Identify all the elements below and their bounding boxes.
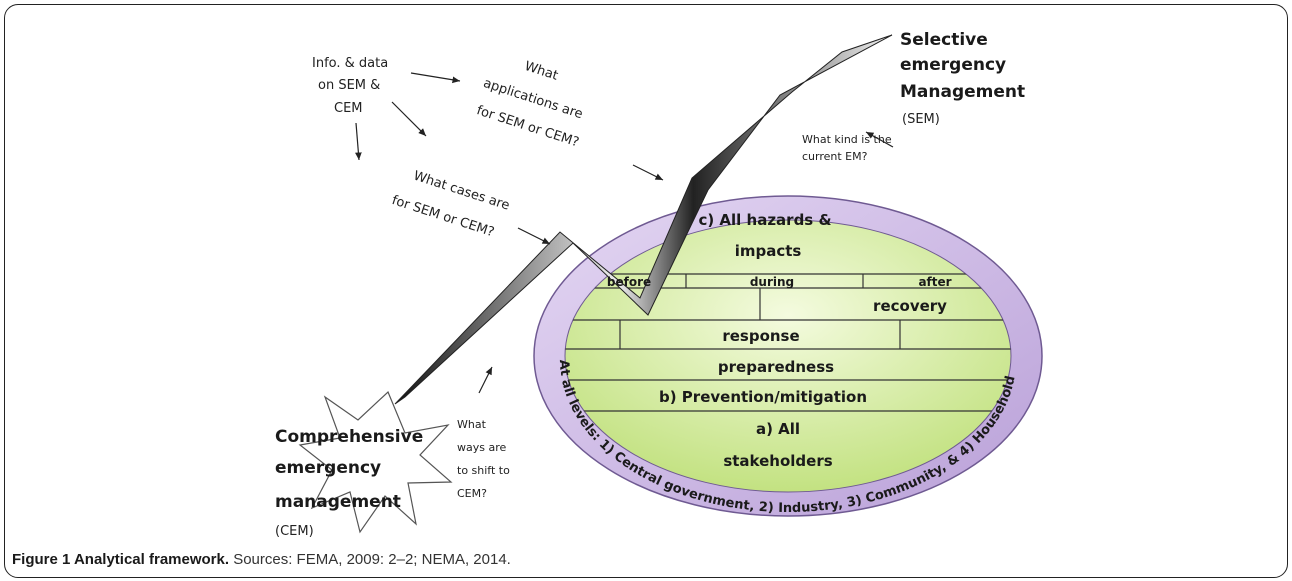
arrow-info-down — [355, 122, 362, 161]
arrows — [355, 72, 894, 394]
prevention-label: b) Prevention/mitigation — [659, 388, 867, 406]
arrow-applications — [632, 164, 664, 181]
stakeholders-line1: a) All — [756, 420, 800, 438]
question-ways: What ways are to shift to CEM? — [457, 418, 510, 500]
hazards-line2: impacts — [735, 242, 802, 260]
hazards-line1: c) All hazards & — [698, 211, 831, 229]
question-info-line1: Info. & data — [312, 56, 388, 71]
arrow-ways — [478, 366, 493, 394]
question-applications: What applications are for SEM or CEM? — [475, 59, 585, 151]
sem-line1: Selective — [900, 30, 988, 50]
preparedness-label: preparedness — [718, 358, 834, 376]
question-ways-line3: to shift to — [457, 464, 510, 477]
question-info-line2: on SEM & — [318, 78, 380, 93]
recovery-label: recovery — [873, 297, 947, 315]
cem-label: Comprehensive emergency management (CEM) — [275, 427, 423, 539]
arrow-info-diagonal — [391, 101, 427, 137]
question-ways-line2: ways are — [457, 441, 506, 454]
sem-label: Selective emergency Management (SEM) — [900, 30, 1025, 127]
question-applications-line1: What — [523, 59, 560, 84]
question-ways-line1: What — [457, 418, 487, 431]
starburst-shape — [298, 390, 453, 534]
question-cases: What cases are for SEM or CEM? — [390, 169, 511, 241]
sem-line3: Management — [900, 82, 1025, 102]
sem-abbr: (SEM) — [902, 112, 940, 127]
phase-after: after — [918, 275, 951, 289]
arrow-kind — [865, 131, 894, 148]
question-kind-line2: current EM? — [802, 150, 868, 163]
cem-line3: management — [275, 492, 401, 512]
stakeholders-line2: stakeholders — [723, 452, 832, 470]
lightning-bolt-shape — [394, 34, 893, 405]
figure-frame — [4, 4, 1288, 578]
response-label: response — [722, 327, 799, 345]
figure-caption: Figure 1 Analytical framework. Sources: … — [12, 551, 511, 568]
question-kind-line1: What kind is the — [802, 133, 892, 146]
cem-abbr: (CEM) — [275, 524, 314, 539]
question-kind: What kind is the current EM? — [802, 133, 892, 163]
arrow-cases — [517, 227, 551, 245]
phase-before: before — [607, 275, 651, 289]
sem-line2: emergency — [900, 55, 1006, 75]
caption-sources: Sources: FEMA, 2009: 2–2; NEMA, 2014. — [229, 551, 511, 568]
caption-title: Figure 1 Analytical framework. — [12, 551, 230, 568]
question-info-line3: CEM — [334, 101, 363, 116]
cem-line2: emergency — [275, 458, 381, 478]
question-ways-line4: CEM? — [457, 487, 487, 500]
cem-line1: Comprehensive — [275, 427, 423, 447]
phase-during: during — [750, 275, 794, 289]
question-info: Info. & data on SEM & CEM — [312, 56, 388, 116]
arrow-info-right — [410, 72, 461, 84]
